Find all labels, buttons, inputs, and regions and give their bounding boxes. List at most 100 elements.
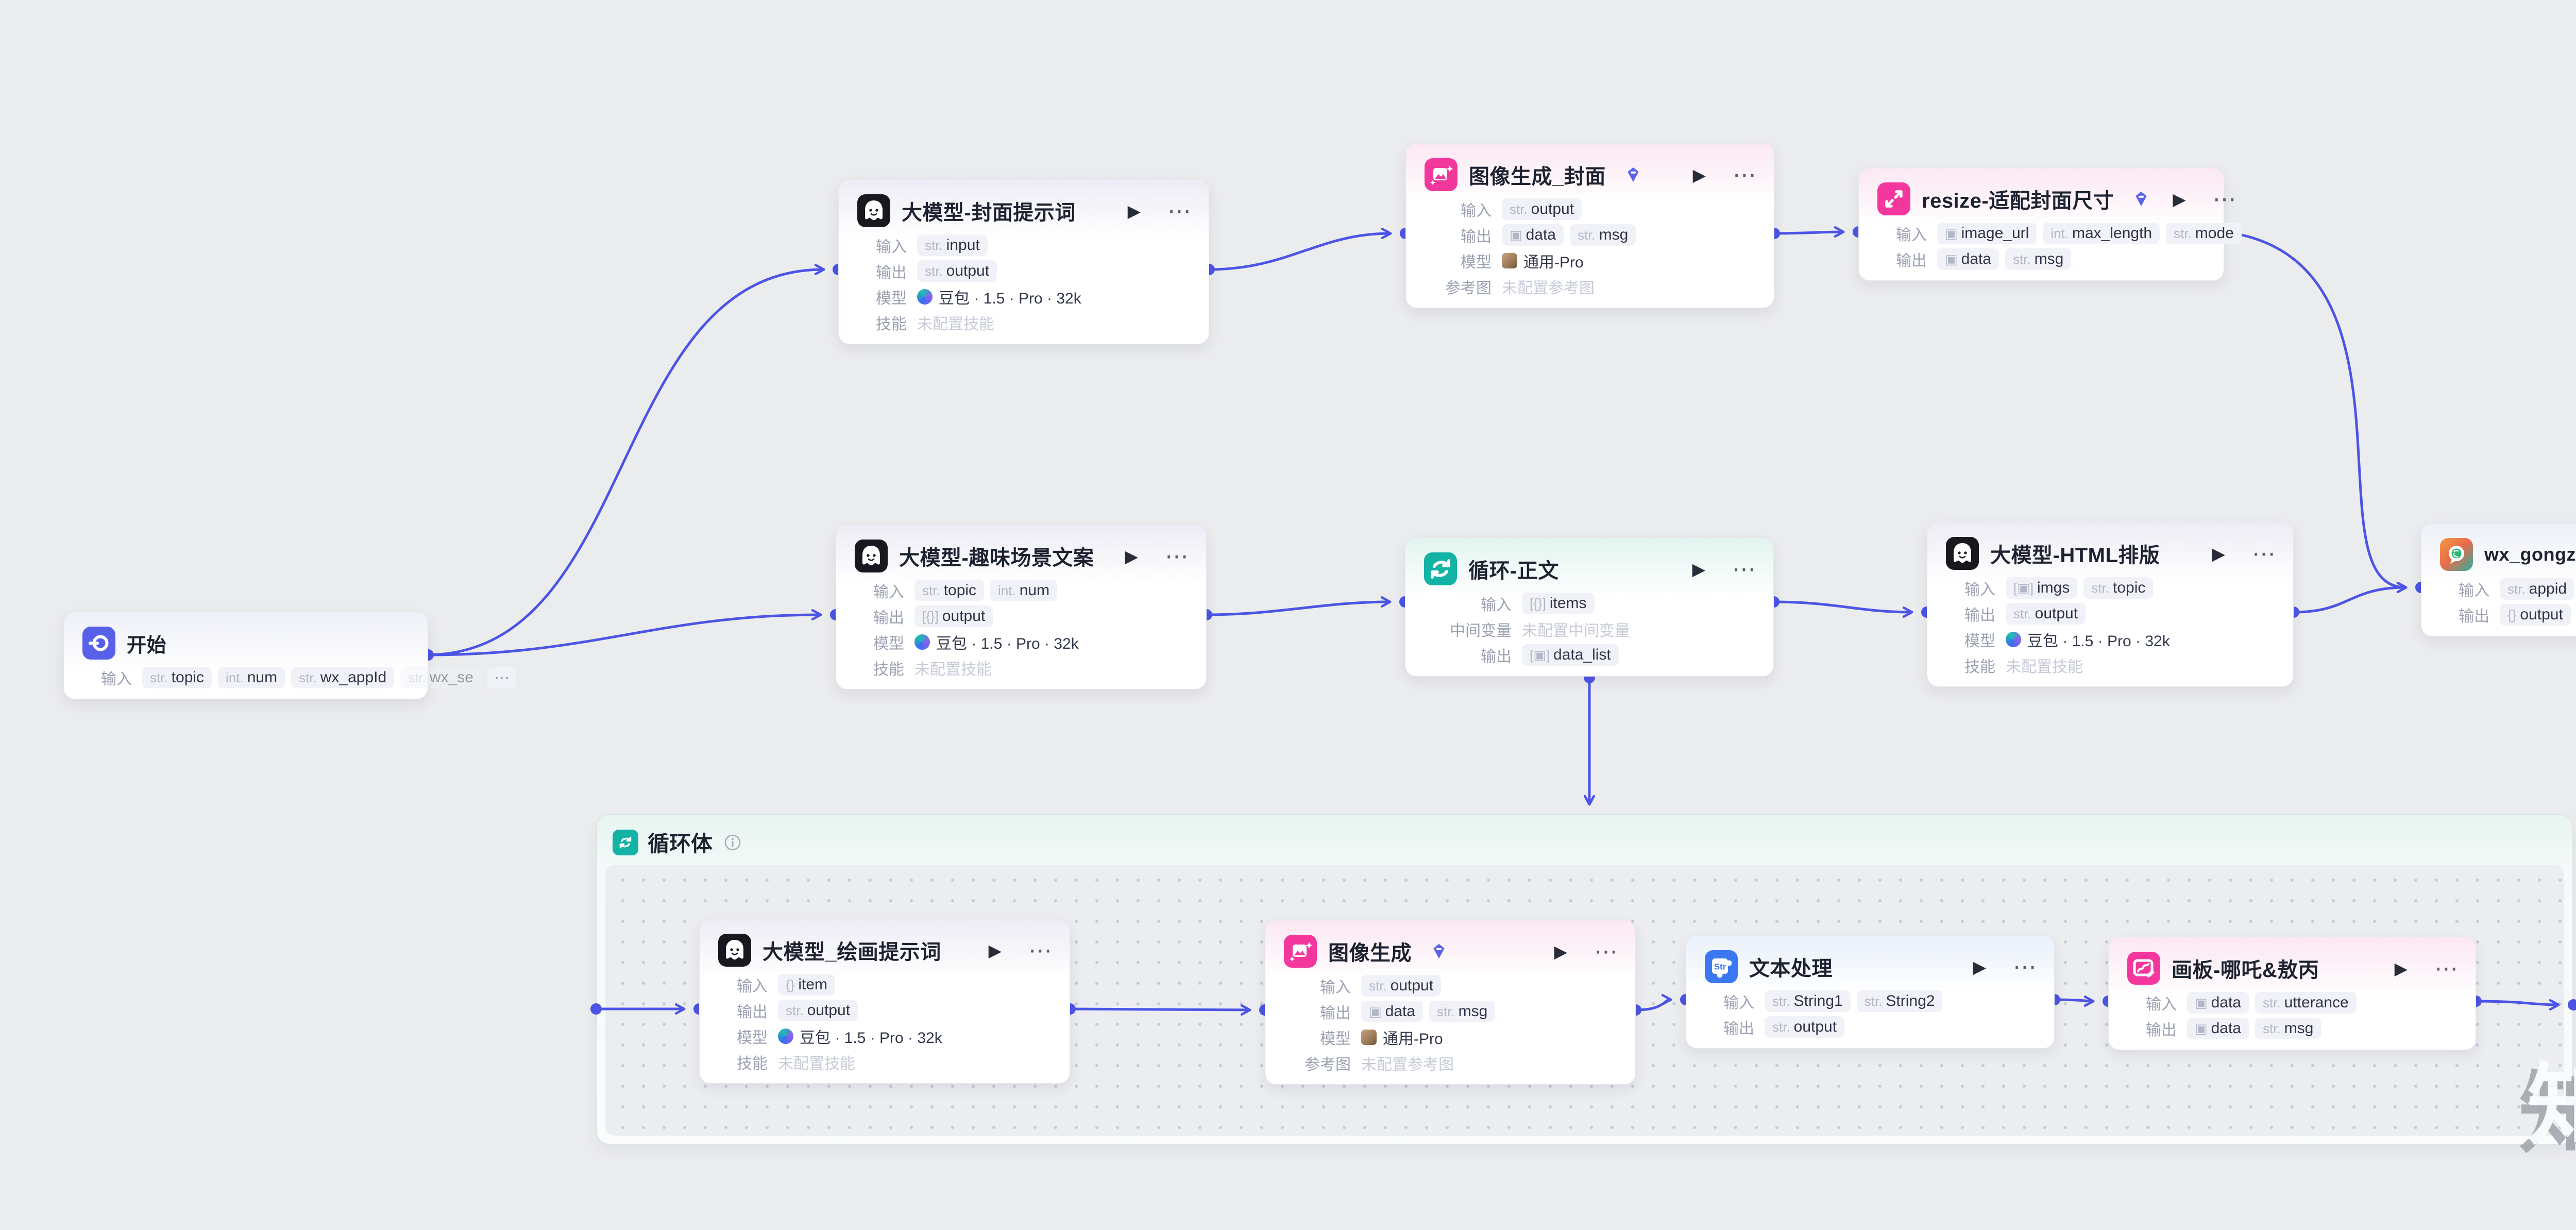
edge-start-llm-cover <box>428 264 825 656</box>
param-chip: str.topic <box>2083 577 2154 599</box>
row-label: 输出 <box>1481 648 1512 665</box>
row-label: 模型 <box>873 635 904 652</box>
param-type: int. <box>2050 225 2069 241</box>
node-menu-button[interactable]: ⋯ <box>2013 953 2037 980</box>
param-type: [▣] <box>1530 647 1550 663</box>
param-chip: str.input <box>917 234 988 256</box>
param-name: image_url <box>1961 225 2029 242</box>
row-label: 输入 <box>1481 597 1512 614</box>
start-icon <box>82 627 115 660</box>
row-label: 模型 <box>1320 1031 1351 1048</box>
node-menu-button[interactable]: ⋯ <box>2252 540 2276 567</box>
node-title: 大模型-HTML排版 <box>1990 544 2160 567</box>
param-type: str. <box>1864 993 1883 1009</box>
row-label: 输入 <box>1964 581 1995 598</box>
node-menu-button[interactable]: ⋯ <box>2434 955 2458 982</box>
node-title: 文本处理 <box>1749 957 1833 980</box>
run-node-button[interactable]: ▶ <box>1692 559 1705 579</box>
run-node-button[interactable]: ▶ <box>988 940 1002 960</box>
param-name: utterance <box>2284 994 2349 1011</box>
node-menu-button[interactable]: ⋯ <box>2212 186 2236 212</box>
row-placeholder: 未配置技能 <box>2006 659 2083 676</box>
param-type: [{}] <box>922 608 939 624</box>
node-menu-button[interactable]: ⋯ <box>1732 555 1756 582</box>
run-node-button[interactable]: ▶ <box>2394 958 2408 978</box>
run-node-button[interactable]: ▶ <box>1692 165 1706 184</box>
row-label: 输出 <box>873 610 904 627</box>
param-name: output <box>2035 605 2078 622</box>
more-params-chip[interactable]: ⋯ <box>487 667 516 688</box>
param-type: ▣ <box>2195 995 2208 1010</box>
run-node-button[interactable]: ▶ <box>1973 957 1986 976</box>
node-row: 技能未配置技能 <box>855 657 1189 679</box>
edge-llm-html-wx <box>2293 582 2408 614</box>
node-wx[interactable]: wx_gongzhonghao_draft_t…▶⋯输入str.appidstr… <box>2421 523 2576 636</box>
row-label: 模型 <box>1964 633 1995 650</box>
param-chip: str.topic <box>914 580 985 601</box>
run-node-button[interactable]: ▶ <box>1125 546 1138 566</box>
node-row: 模型通用-Pro <box>1284 1026 1618 1048</box>
row-label: 模型 <box>1461 254 1492 271</box>
node-row: 输出{}output <box>2440 604 2576 626</box>
node-row: 技能未配置技能 <box>857 312 1191 333</box>
run-node-button[interactable]: ▶ <box>2212 544 2225 563</box>
row-label: 技能 <box>876 316 907 333</box>
param-type: str. <box>2013 605 2031 621</box>
param-name: msg <box>2034 250 2064 267</box>
run-node-button[interactable]: ▶ <box>2173 189 2186 209</box>
param-type: str. <box>925 237 943 253</box>
row-label: 输入 <box>1723 995 1754 1012</box>
param-type: str. <box>922 582 940 598</box>
param-chip: str.output <box>778 1000 858 1021</box>
node-menu-button[interactable]: ⋯ <box>1594 938 1618 965</box>
param-chip: str.msg <box>1429 1001 1496 1022</box>
node-menu-button[interactable]: ⋯ <box>1167 197 1191 224</box>
model-avatar <box>1361 1030 1377 1045</box>
param-chip: str.output <box>1361 975 1442 997</box>
param-chip: ▣data <box>1502 224 1564 246</box>
board-icon <box>2127 952 2160 985</box>
node-menu-button[interactable]: ⋯ <box>1028 937 1052 964</box>
run-node-button[interactable]: ▶ <box>1554 941 1567 961</box>
node-row: 输出[▣]data_list <box>1424 644 1756 666</box>
param-chip: ▣data <box>2187 992 2249 1014</box>
param-type: ▣ <box>1510 227 1522 243</box>
node-menu-button[interactable]: ⋯ <box>1165 543 1189 569</box>
info-icon[interactable] <box>724 834 741 851</box>
row-label: 输出 <box>1723 1020 1754 1037</box>
row-label: 输出 <box>1964 607 1995 624</box>
run-node-button[interactable]: ▶ <box>1127 201 1141 221</box>
param-chip: {}output <box>2500 604 2571 626</box>
node-row: 模型通用-Pro <box>1425 250 1756 272</box>
model-name: 豆包 · 1.5 · Pro · 32k <box>800 1030 942 1047</box>
param-chip: str.output <box>1502 198 1582 220</box>
model-avatar <box>1502 253 1517 268</box>
node-menu-button[interactable]: ⋯ <box>1733 161 1756 188</box>
param-type: str. <box>786 1002 804 1018</box>
param-type: str. <box>2507 581 2526 597</box>
row-label: 参考图 <box>1304 1056 1351 1073</box>
param-name: String2 <box>1886 992 1935 1009</box>
node-title: 大模型-趣味场景文案 <box>899 547 1094 569</box>
doubao-model-icon <box>778 1029 793 1044</box>
pin-badge-icon <box>1624 166 1642 183</box>
param-type: [{}] <box>1530 595 1546 611</box>
row-placeholder: 未配置技能 <box>914 661 992 678</box>
